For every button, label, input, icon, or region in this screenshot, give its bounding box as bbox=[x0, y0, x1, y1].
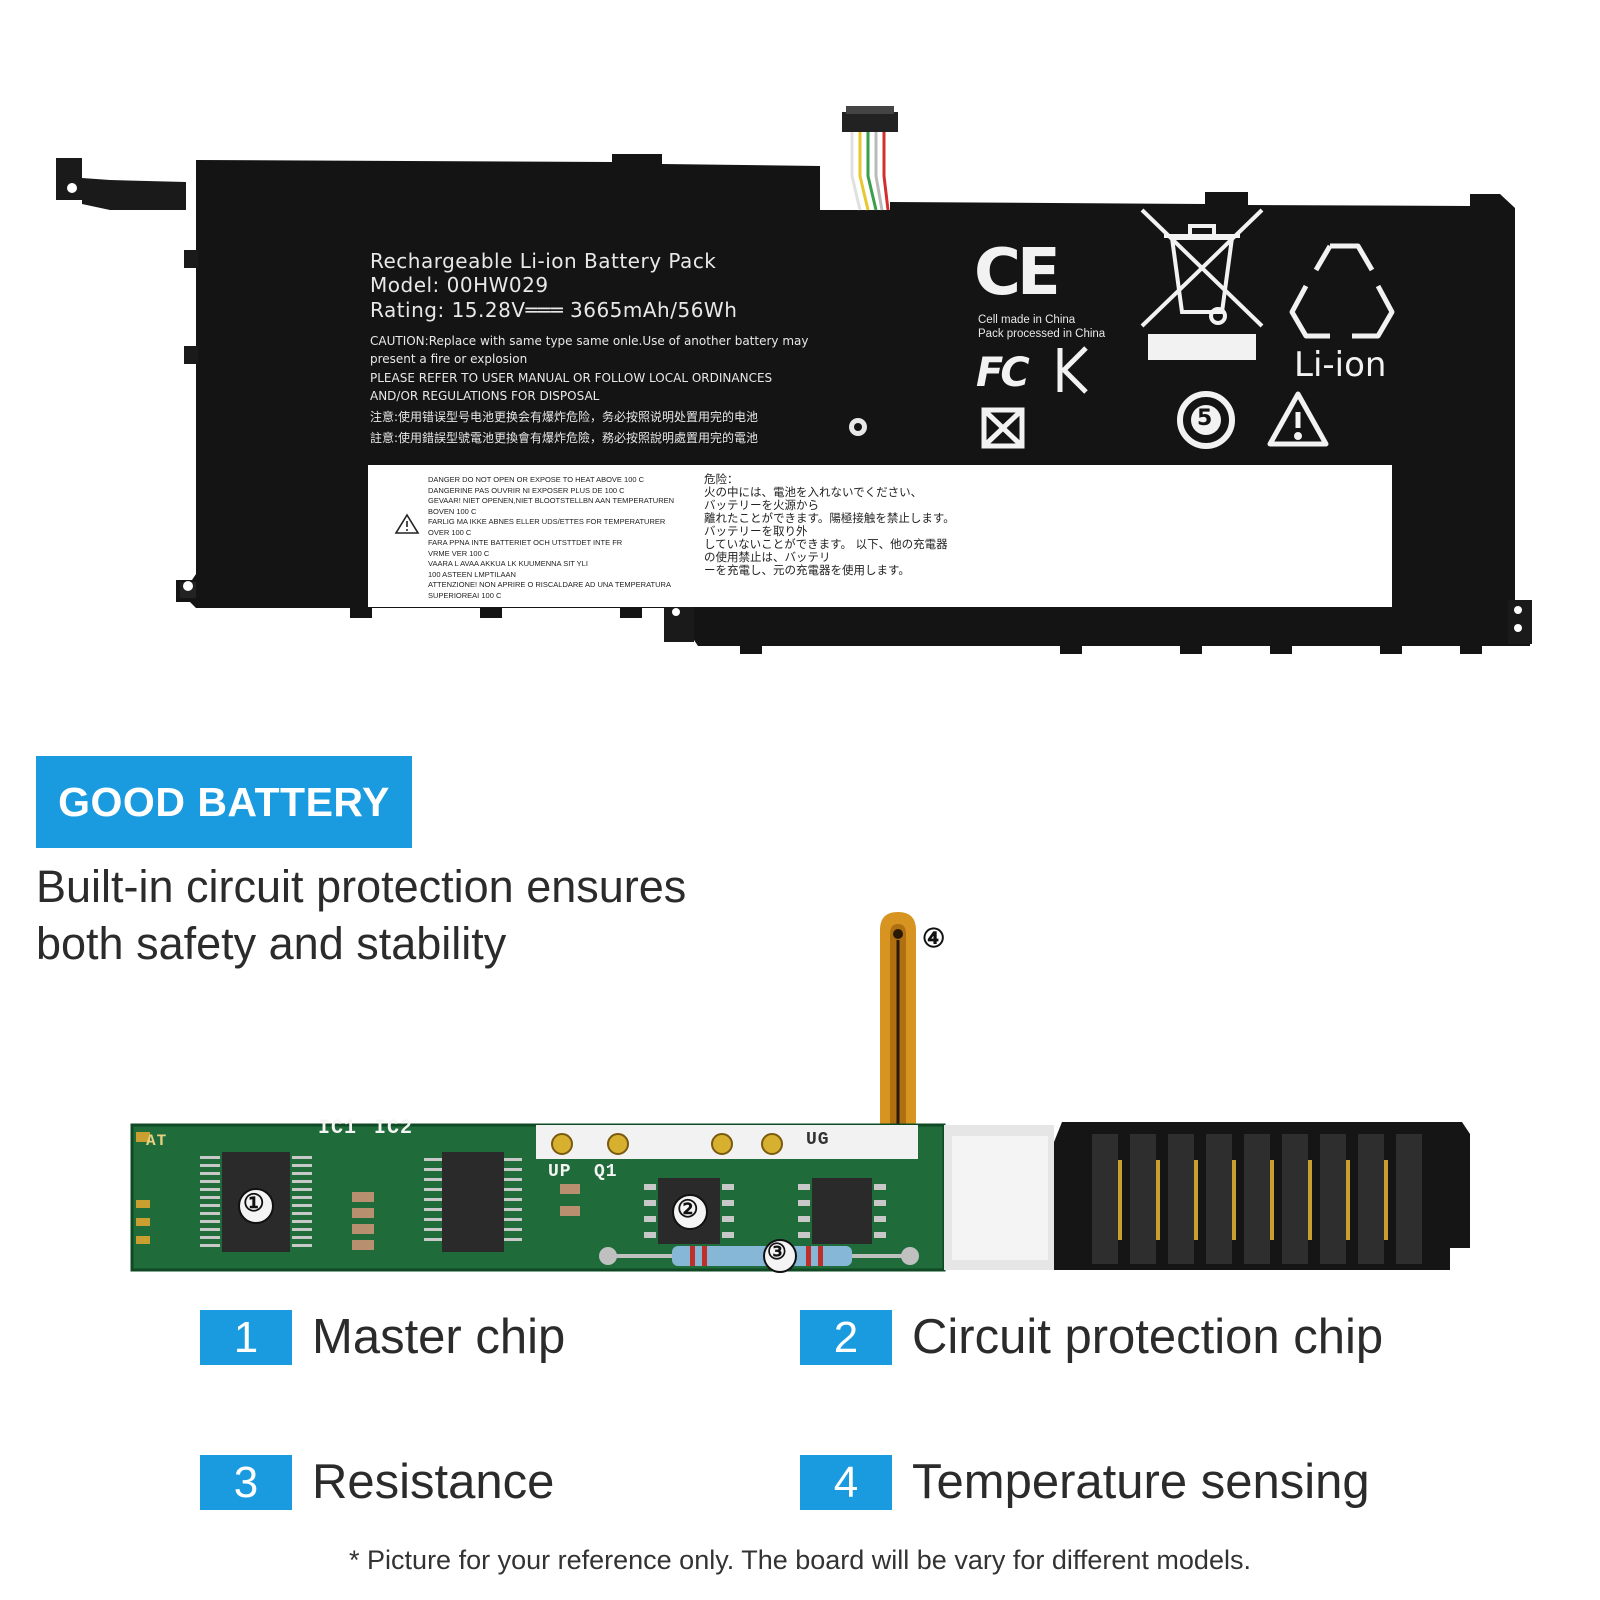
warning-label: DANGER DO NOT OPEN OR EXPOSE TO HEAT ABO… bbox=[368, 465, 1392, 607]
resistance bbox=[599, 1246, 919, 1266]
caution-line-2: present a fire or explosion bbox=[370, 352, 528, 366]
warning-en-line: OVER 100 C bbox=[428, 527, 472, 537]
warning-en-line: 100 ASTEEN LMPTILAAN bbox=[428, 569, 516, 579]
cell-made-text: Cell made in China bbox=[978, 314, 1076, 326]
warning-en-line: DANGERINE PAS OUVRIR NI EXPOSER PLUS DE … bbox=[428, 485, 625, 495]
caution-line-3: PLEASE REFER TO USER MANUAL OR FOLLOW LO… bbox=[370, 371, 773, 385]
label-warning-icon bbox=[394, 513, 420, 534]
warning-jp-line: の使用禁止は、バッテリ bbox=[704, 550, 831, 564]
battery-model: Model: 00HW029 bbox=[370, 273, 549, 297]
caution-cn-1: 注意:使用错误型号电池更换会有爆炸危险，务必按照说明处置用完的电池 bbox=[370, 410, 759, 424]
caution-cn-2: 註意:使用錯誤型號電池更換會有爆炸危險，務必按照說明處置用完的電池 bbox=[370, 431, 759, 445]
china-recycle-icon bbox=[981, 407, 1025, 449]
pcb-label-ug: UG bbox=[806, 1130, 830, 1150]
legend-label: Master chip bbox=[312, 1310, 566, 1364]
warning-en-line: DANGER DO NOT OPEN OR EXPOSE TO HEAT ABO… bbox=[428, 475, 645, 484]
secondary-chip bbox=[424, 1152, 522, 1252]
legend-number: 2 bbox=[800, 1310, 892, 1365]
warning-triangle-icon bbox=[1267, 391, 1329, 447]
tagline-line-1: Built-in circuit protection ensures bbox=[36, 861, 687, 912]
pcb-label-up: UP bbox=[548, 1162, 572, 1182]
warning-jp-line: 離れたことができます。陽極接触を禁止します。 bbox=[704, 511, 955, 525]
warning-text-japanese: 危险： 火の中には、電池を入れないでください、 バッテリーを火源から 離れたこと… bbox=[704, 473, 1134, 577]
marker-2: ② bbox=[677, 1194, 699, 1223]
battery-connector bbox=[1054, 1122, 1470, 1270]
pcb-label-q1: Q1 bbox=[594, 1162, 618, 1182]
warning-en-line: GEVAAR! NIET OPENEN,NIET BLOOTSTELLBN AA… bbox=[428, 496, 675, 505]
pack-processed-text: Pack processed in China bbox=[978, 328, 1106, 340]
pcb-label-ic1: IC1 bbox=[318, 1117, 358, 1140]
legend-number: 1 bbox=[200, 1310, 292, 1365]
liion-mark: Li-ion bbox=[1294, 345, 1387, 385]
ce-mark: CE bbox=[974, 236, 1061, 310]
warning-jp-line: バッテリーを取り外 bbox=[704, 524, 808, 538]
fcc-mark: FC bbox=[976, 350, 1030, 396]
warning-text-multilang: DANGER DO NOT OPEN OR EXPOSE TO HEAT ABO… bbox=[428, 475, 688, 601]
kc-mark-icon bbox=[1057, 346, 1088, 394]
pcb-label-ic2: IC2 bbox=[374, 1117, 414, 1140]
legend-label: Resistance bbox=[312, 1455, 555, 1509]
legend-label: Circuit protection chip bbox=[912, 1310, 1384, 1364]
recycle-period-icon bbox=[1177, 391, 1235, 449]
warning-jp-line: 危险： bbox=[704, 472, 739, 486]
warning-en-line: SUPERIOREAI 100 C bbox=[428, 590, 502, 600]
circuit-board-illustration bbox=[130, 912, 1470, 1273]
marker-3: ③ bbox=[767, 1239, 787, 1265]
temperature-sensor bbox=[880, 912, 916, 1130]
legend-number: 4 bbox=[800, 1455, 892, 1510]
recycle-period-number: 5 bbox=[1197, 406, 1213, 431]
warning-en-line: FARA PPNA INTE BATTERIET OCH UTSTTDET IN… bbox=[428, 538, 623, 547]
warning-jp-line: バッテリーを火源から bbox=[704, 498, 819, 512]
warning-en-line: FARLIG MA IKKE ABNES ELLER UDS/ETTES FOR… bbox=[428, 517, 666, 526]
warning-en-line: VAARA L AVAA AKKUA LK KUUMENNA SIT YLI bbox=[428, 559, 588, 568]
marker-4: ④ bbox=[922, 924, 946, 954]
caution-line-1: CAUTION:Replace with same type same onle… bbox=[370, 334, 809, 348]
marker-1: ① bbox=[243, 1188, 265, 1217]
weee-bin-icon bbox=[1140, 208, 1264, 328]
good-battery-badge: GOOD BATTERY bbox=[36, 756, 412, 848]
recycle-icon bbox=[1289, 243, 1395, 339]
warning-jp-line: 火の中には、電池を入れないでください、 bbox=[704, 485, 923, 499]
footnote: * Picture for your reference only. The b… bbox=[349, 1545, 1251, 1575]
mosfet-chip bbox=[798, 1178, 886, 1244]
warning-en-line: BOVEN 100 C bbox=[428, 506, 477, 516]
caution-line-4: AND/OR REGULATIONS FOR DISPOSAL bbox=[370, 389, 600, 403]
tagline-line-2: both safety and stability bbox=[36, 918, 507, 969]
battery-title: Rechargeable Li-ion Battery Pack bbox=[370, 249, 717, 273]
warning-jp-line: ーを充電し、元の充電器を使用します。 bbox=[704, 563, 910, 577]
battery-rating: Rating: 15.28V═══ 3665mAh/56Wh bbox=[370, 298, 738, 322]
legend-number: 3 bbox=[200, 1455, 292, 1510]
legend-label: Temperature sensing bbox=[912, 1455, 1370, 1509]
warning-en-line: ATTENZIONE! NON APRIRE O RISCALDARE AD U… bbox=[428, 580, 671, 589]
warning-jp-line: していないことができます。 以下、他の充電器 bbox=[704, 537, 948, 551]
tagline: Built-in circuit protection ensures both… bbox=[36, 858, 686, 972]
warning-en-line: VRME VER 100 C bbox=[428, 548, 490, 558]
pcb-label-at: AT bbox=[146, 1132, 168, 1150]
